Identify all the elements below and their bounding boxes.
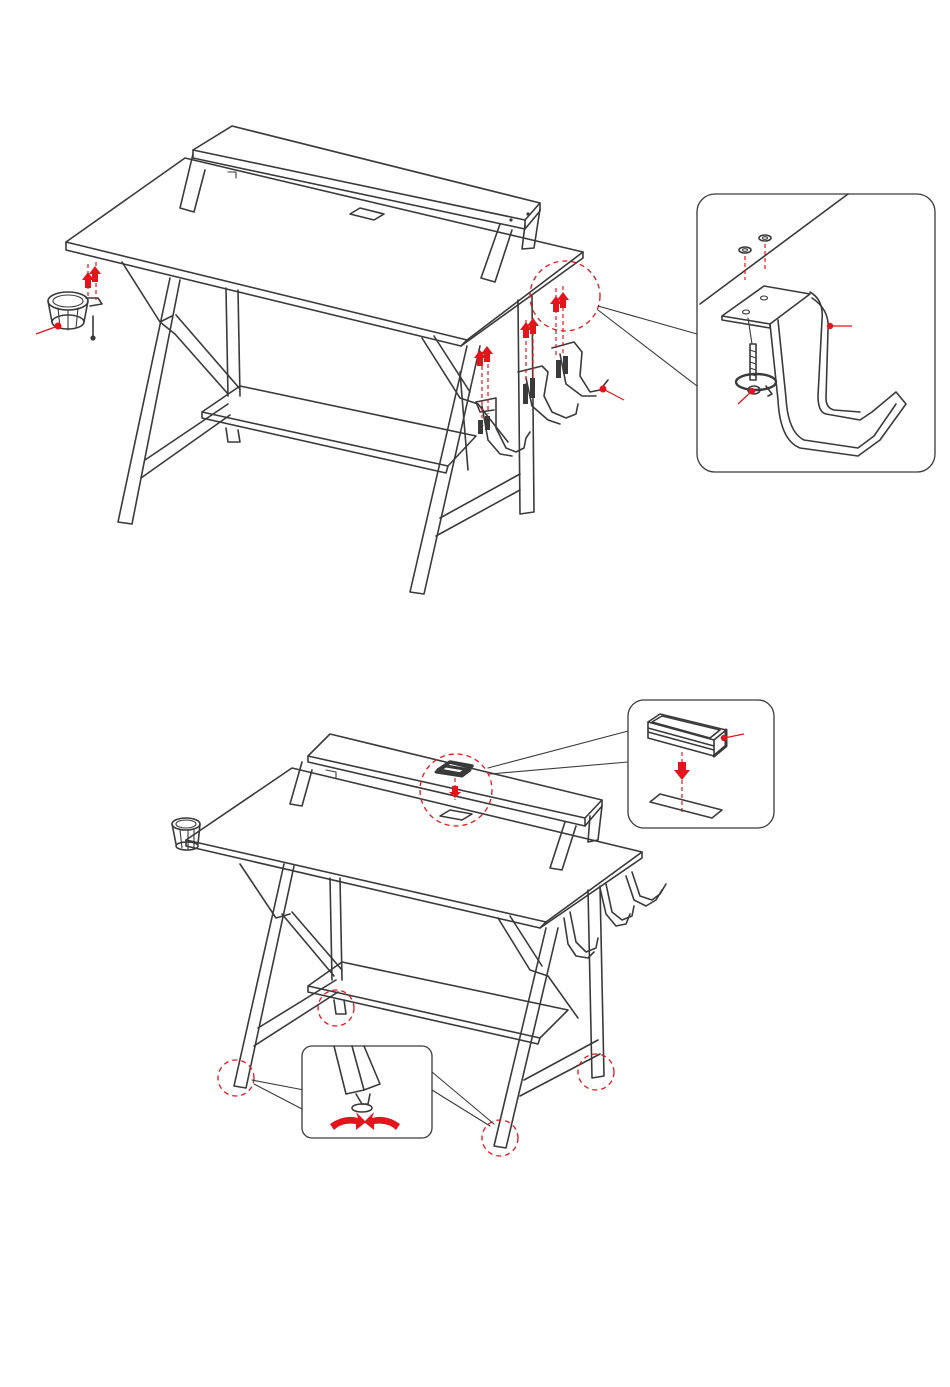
bottom-shelf bbox=[308, 962, 568, 1044]
bottom-shelf bbox=[202, 386, 476, 473]
desk-top bbox=[186, 768, 642, 928]
zoom-callout-hooks bbox=[530, 261, 697, 386]
monitor-shelf bbox=[290, 734, 602, 870]
hook-arrows bbox=[474, 286, 569, 418]
monitor-shelf bbox=[180, 126, 540, 282]
headphone-hooks-mounted bbox=[564, 872, 666, 958]
right-frame bbox=[494, 886, 604, 1148]
leveling-foot-inset bbox=[302, 1046, 432, 1138]
step-1-diagram bbox=[36, 126, 935, 594]
cup-holder-arrows bbox=[82, 262, 101, 300]
step-2-diagram bbox=[172, 700, 774, 1156]
left-frame bbox=[118, 262, 240, 524]
headphone-hook-1 bbox=[476, 398, 530, 456]
hook-detail-inset bbox=[697, 194, 935, 472]
grommet-detail-inset bbox=[628, 700, 774, 828]
headphone-hook-2 bbox=[518, 366, 578, 424]
right-frame bbox=[410, 296, 534, 594]
cup-holder bbox=[36, 292, 102, 341]
